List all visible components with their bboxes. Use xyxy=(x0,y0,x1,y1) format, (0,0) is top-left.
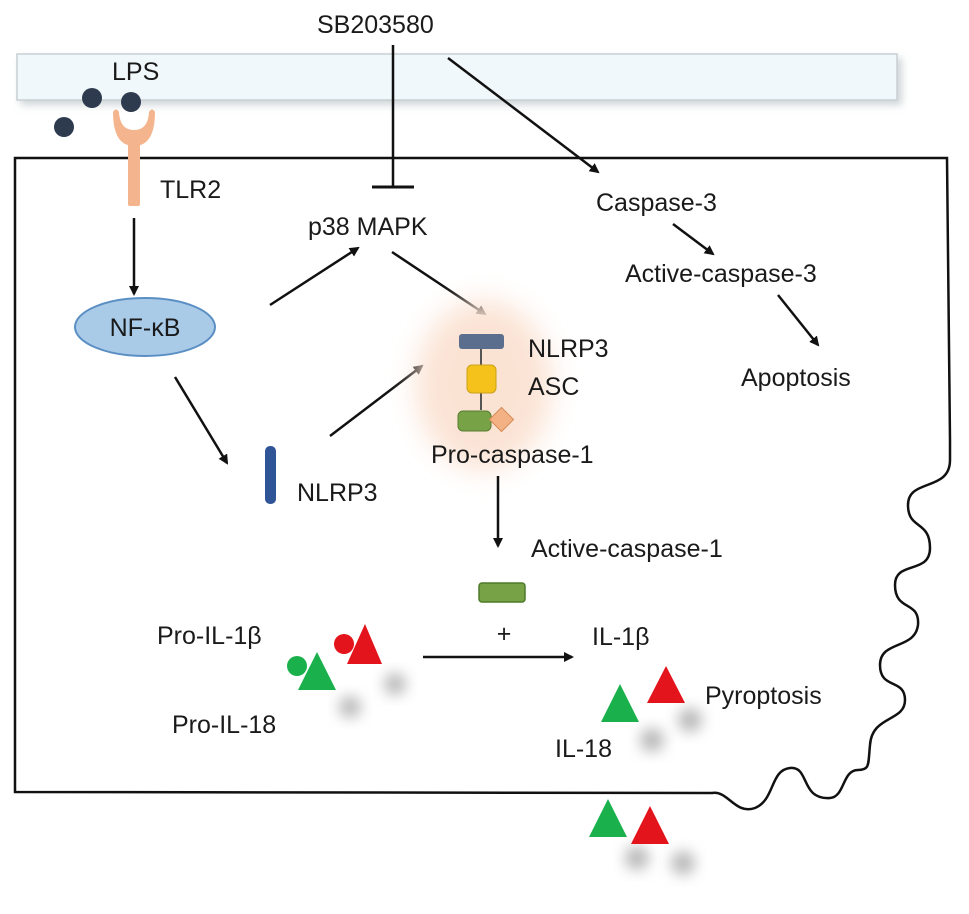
nfkb-label: NF-κB xyxy=(110,314,181,342)
asc-adaptor xyxy=(466,364,497,394)
il18-triangle xyxy=(601,684,639,722)
asc-label: ASC xyxy=(528,373,579,401)
active-caspase1-shape xyxy=(478,582,526,603)
nlrp3-free-label: NLRP3 xyxy=(297,479,378,507)
arrow-nfkb-to-nlrp3 xyxy=(173,376,229,465)
tlr2-receptor-head xyxy=(113,109,155,146)
pro-il18-label: Pro-IL-18 xyxy=(172,711,276,739)
shadow xyxy=(625,846,649,870)
active-caspase3-label: Active-caspase-3 xyxy=(625,260,817,288)
pro-il1b-circle xyxy=(334,634,354,654)
nlrp3-complex-part xyxy=(459,334,504,349)
lps-molecule xyxy=(54,117,74,137)
lps-molecule xyxy=(82,88,102,108)
shadow xyxy=(671,851,695,875)
nfkb-node xyxy=(74,297,216,357)
caspase3-label: Caspase-3 xyxy=(596,189,717,217)
pro-il1b-triangle xyxy=(347,624,382,664)
pyroptosis-label: Pyroptosis xyxy=(705,682,822,710)
arrow-nlrp3-to-inflammasome xyxy=(329,364,424,437)
tlr2-receptor-stem xyxy=(128,144,140,206)
apoptosis-label: Apoptosis xyxy=(741,364,851,392)
arrow-sb203580-to-caspase3 xyxy=(447,57,600,174)
pro-caspase1-label: Pro-caspase-1 xyxy=(431,441,594,469)
pro-il18-circle xyxy=(287,656,307,676)
cell-membrane xyxy=(16,53,898,101)
arrow-nfkb-to-p38 xyxy=(269,246,360,307)
shadow xyxy=(640,728,664,752)
nlrp3-free-protein xyxy=(265,446,276,504)
shadow xyxy=(339,696,361,718)
sb203580-label: SB203580 xyxy=(317,11,434,39)
pro-caspase1-part xyxy=(457,410,492,432)
active-caspase1-label: Active-caspase-1 xyxy=(531,535,723,563)
released-il1b-triangle xyxy=(631,806,669,844)
il1b-label: IL-1β xyxy=(592,623,649,651)
shadow xyxy=(678,708,702,732)
nlrp3-complex-label: NLRP3 xyxy=(528,335,609,363)
plus-sign: + xyxy=(497,620,512,648)
p38-mapk-label: p38 MAPK xyxy=(308,213,428,241)
released-il18-triangle xyxy=(589,799,627,837)
pro-il18-triangle xyxy=(298,652,336,690)
pro-il1b-label: Pro-IL-1β xyxy=(157,622,262,650)
shadow xyxy=(384,673,406,695)
lps-molecule xyxy=(121,92,141,112)
arrow-active-caspase3-to-apoptosis xyxy=(777,294,820,347)
tlr2-label: TLR2 xyxy=(160,176,221,204)
cell-outline xyxy=(13,156,952,811)
pro-caspase1-diamond xyxy=(488,406,515,433)
lps-label: LPS xyxy=(112,58,159,86)
arrow-caspase3-to-active xyxy=(672,223,715,256)
il18-label: IL-18 xyxy=(555,735,612,763)
il1b-triangle xyxy=(647,666,685,703)
